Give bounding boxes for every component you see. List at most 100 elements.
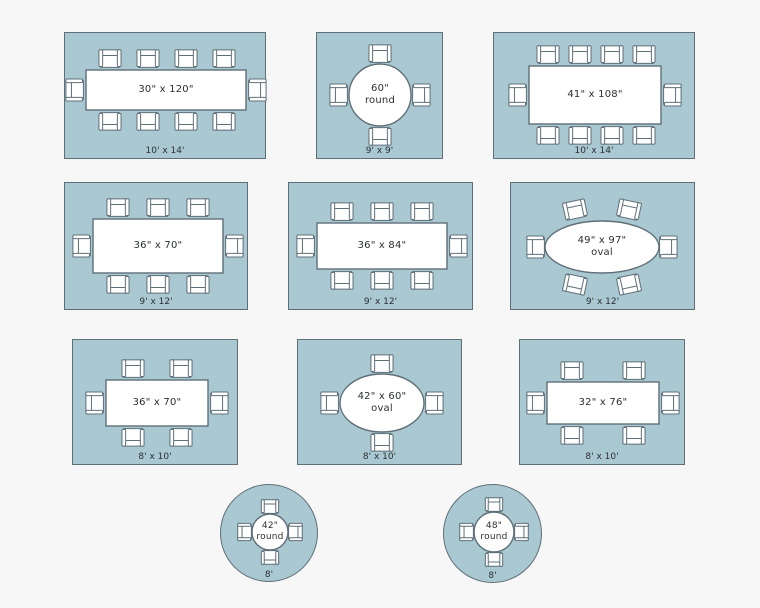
rug-layout-4: 36" x 70"9' x 12' xyxy=(64,182,248,310)
chair-icon xyxy=(296,234,315,258)
chair-icon xyxy=(85,391,104,415)
table-shape xyxy=(339,373,425,433)
chair-icon xyxy=(320,391,339,415)
table-shape-label: oval xyxy=(371,403,393,414)
chair-icon xyxy=(536,45,560,64)
table-size-label: 48"round xyxy=(434,521,554,543)
chair-icon xyxy=(616,273,642,296)
chair-icon xyxy=(632,45,656,64)
chair-icon xyxy=(174,49,198,68)
chair-icon xyxy=(560,426,584,445)
rug-size-label: 9' x 12' xyxy=(585,297,620,307)
rug-layout-2: 60"round 9' x 9' xyxy=(316,32,443,159)
rug-size-label: 8' xyxy=(488,571,497,581)
chair-icon xyxy=(248,78,267,102)
chair-icon xyxy=(632,126,656,145)
chair-icon xyxy=(136,49,160,68)
table-shape xyxy=(473,511,515,553)
table-chairs-drawing xyxy=(526,361,680,445)
chair-icon xyxy=(568,45,592,64)
table-chairs-drawing xyxy=(72,198,244,294)
chair-icon xyxy=(412,83,431,107)
table-size-label: 60"round xyxy=(320,83,440,107)
chair-icon xyxy=(288,522,303,542)
table-shape xyxy=(92,218,224,274)
rug-layout-9: 32" x 76" 8' x 10' xyxy=(519,339,685,465)
table-dimensions: 36" x 70" xyxy=(132,397,182,408)
chair-icon xyxy=(225,234,244,258)
rug-size-label: 10' x 14' xyxy=(145,146,185,156)
chair-icon xyxy=(425,391,444,415)
chair-icon xyxy=(98,112,122,131)
table-chairs-drawing xyxy=(320,354,444,452)
chair-icon xyxy=(600,126,624,145)
table-shape xyxy=(544,220,660,274)
chair-icon xyxy=(562,273,588,296)
table-shape xyxy=(348,63,412,127)
chair-icon xyxy=(536,126,560,145)
chair-icon xyxy=(329,83,348,107)
chair-icon xyxy=(260,499,280,514)
chair-icon xyxy=(212,49,236,68)
chair-icon xyxy=(98,49,122,68)
table-dimensions: 49" x 97" xyxy=(577,235,627,246)
chair-icon xyxy=(136,112,160,131)
table-shape xyxy=(546,381,660,425)
table-shape-label: round xyxy=(480,532,508,542)
chair-icon xyxy=(410,271,434,290)
table-chairs-drawing xyxy=(65,49,267,131)
chair-icon xyxy=(514,522,529,542)
rug-size-label: 9' x 12' xyxy=(363,297,398,307)
chair-icon xyxy=(568,126,592,145)
table-dimensions: 42" xyxy=(261,521,279,531)
chair-icon xyxy=(560,361,584,380)
rug-size-label: 10' x 14' xyxy=(574,146,614,156)
rug-size-label: 8' x 10' xyxy=(362,452,397,462)
chair-icon xyxy=(526,391,545,415)
chair-icon xyxy=(210,391,229,415)
table-chairs-drawing xyxy=(85,359,229,447)
chair-icon xyxy=(330,202,354,221)
table-dimensions: 41" x 108" xyxy=(567,89,623,100)
table-shape xyxy=(316,222,448,270)
chair-icon xyxy=(174,112,198,131)
chair-icon xyxy=(65,78,84,102)
table-chairs-drawing xyxy=(526,198,678,296)
table-dimensions: 36" x 84" xyxy=(357,240,407,251)
chair-icon xyxy=(212,112,236,131)
chair-icon xyxy=(368,127,392,146)
chair-icon xyxy=(370,202,394,221)
rug-layout-1: 30" x 120" 10' x 14' xyxy=(64,32,267,159)
chair-icon xyxy=(121,428,145,447)
chair-icon xyxy=(661,391,680,415)
chair-icon xyxy=(410,202,434,221)
chair-icon xyxy=(260,550,280,565)
chair-icon xyxy=(616,198,642,221)
rug-size-label: 9' x 9' xyxy=(365,146,394,156)
chair-icon xyxy=(663,83,682,107)
table-size-label: 41" x 108" xyxy=(535,89,655,101)
chair-icon xyxy=(370,354,394,373)
table-chairs-drawing xyxy=(459,497,529,567)
rug-layout-3: 41" x 108" 10' x 14' xyxy=(493,32,695,159)
table-dimensions: 36" x 70" xyxy=(133,240,183,251)
rug-size-label: 8' x 10' xyxy=(585,452,619,462)
table-size-label: 36" x 70" xyxy=(97,397,217,409)
chair-icon xyxy=(370,433,394,452)
table-shape xyxy=(528,65,662,125)
table-dimensions: 32" x 76" xyxy=(578,397,628,408)
table-dimensions: 30" x 120" xyxy=(138,84,194,95)
table-shape xyxy=(85,69,247,111)
table-chairs-drawing xyxy=(329,44,431,146)
table-chairs-drawing xyxy=(296,202,468,290)
table-dimensions: 60" xyxy=(371,83,389,94)
chair-icon xyxy=(121,359,145,378)
chair-icon xyxy=(186,275,210,294)
table-shape xyxy=(105,379,209,427)
chair-icon xyxy=(146,198,170,217)
chair-icon xyxy=(368,44,392,63)
table-size-label: 42" x 60"oval xyxy=(322,391,442,415)
